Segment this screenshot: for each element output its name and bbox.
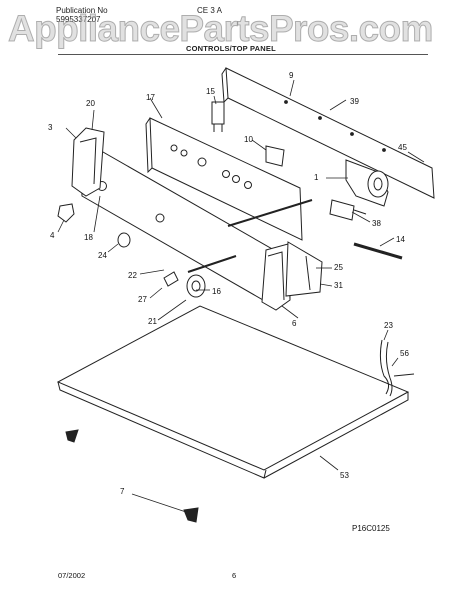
callout-14: 14 (396, 235, 405, 244)
callout-10: 10 (244, 135, 253, 144)
callout-25: 25 (334, 263, 343, 272)
footer-date: 07/2002 (58, 571, 86, 580)
control-knob-4 (57, 203, 75, 223)
callout-18: 18 (84, 233, 93, 242)
leader-lines (57, 79, 425, 513)
callout-56: 56 (400, 349, 409, 358)
callout-17: 17 (146, 93, 155, 102)
callout-38: 38 (372, 219, 381, 228)
diagram-code: P16C0125 (352, 524, 390, 533)
callout-labels: 9 39 45 15 20 17 3 10 1 38 14 25 31 4 18… (48, 71, 409, 496)
rear-panel-part (221, 67, 435, 199)
wire-harness-part (379, 339, 415, 397)
callout-24: 24 (98, 251, 107, 260)
wire-connector-part (353, 242, 403, 260)
callout-45: 45 (398, 143, 407, 152)
callout-3: 3 (48, 123, 53, 132)
shaft-part (187, 199, 313, 273)
model-number: CE 3 A (197, 6, 222, 15)
callout-7: 7 (120, 487, 125, 496)
publication-line-2: 5995337207 (56, 15, 101, 24)
callout-31: 31 (334, 281, 343, 290)
publication-info: Publication No 5995337207 (56, 6, 108, 24)
callout-16: 16 (212, 287, 221, 296)
top-panel-part (56, 305, 410, 479)
callout-20: 20 (86, 99, 95, 108)
callout-15: 15 (206, 87, 215, 96)
callout-21: 21 (148, 317, 157, 326)
right-end-cap-part (261, 243, 291, 311)
switch-10-part (265, 145, 285, 167)
header-rule (58, 54, 428, 55)
callout-22: 22 (128, 271, 137, 280)
switch-part (211, 101, 225, 132)
callout-1: 1 (314, 173, 319, 182)
control-knob-24 (117, 232, 131, 248)
page-title: CONTROLS/TOP PANEL (186, 44, 276, 53)
left-end-cap-part (71, 127, 105, 197)
callout-6: 6 (292, 319, 297, 328)
control-board-part (285, 241, 323, 297)
callout-23: 23 (384, 321, 393, 330)
callout-9: 9 (289, 71, 294, 80)
callout-4: 4 (50, 231, 55, 240)
clip-part (65, 429, 199, 523)
publication-line-1: Publication No (56, 6, 108, 15)
button-27 (163, 271, 179, 287)
control-knob-16 (186, 274, 206, 298)
control-console-part (145, 117, 303, 241)
callout-27: 27 (138, 295, 147, 304)
timer-part (345, 159, 389, 207)
sensor-part (329, 199, 367, 221)
footer-page-number: 6 (232, 571, 237, 580)
callout-39: 39 (350, 97, 359, 106)
callout-53: 53 (340, 471, 349, 480)
